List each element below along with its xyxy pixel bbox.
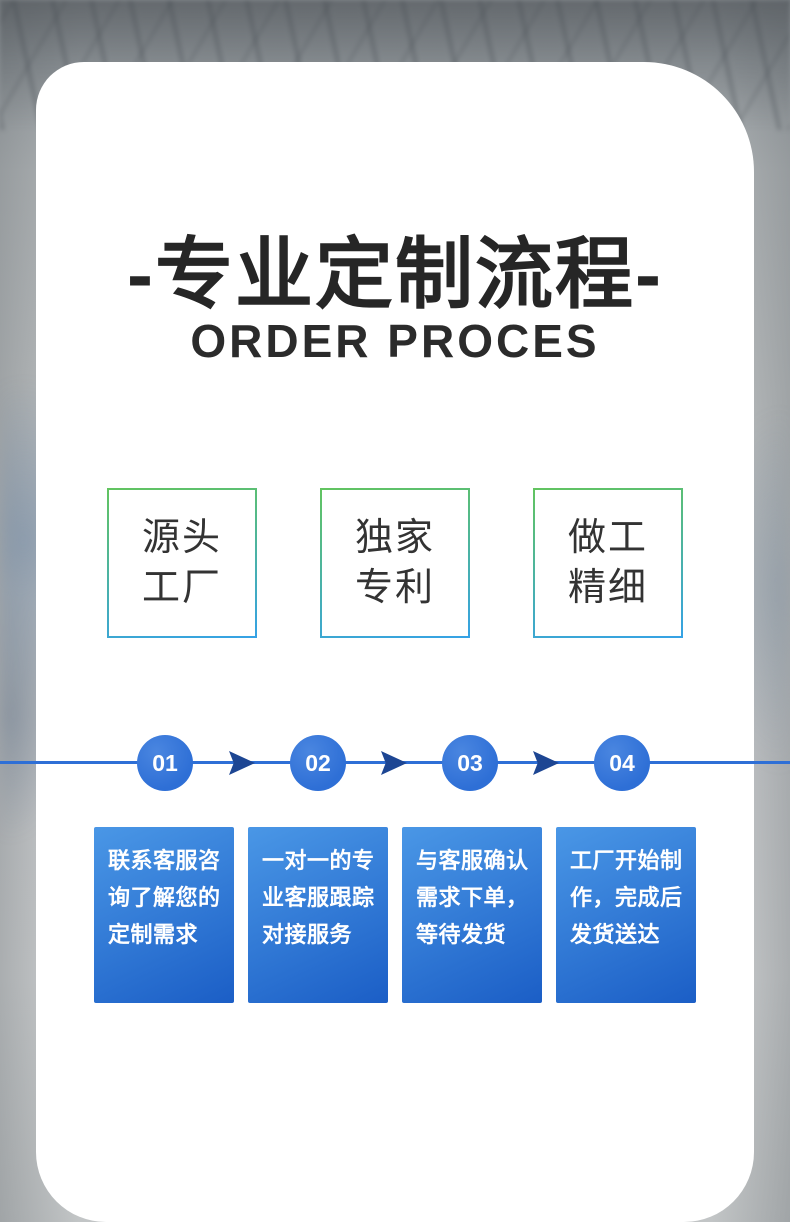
section-title: -专业定制流程- (127, 230, 663, 318)
feature-badge-exclusive-patent: 独家 专利 (320, 488, 470, 638)
feature-badge-label: 源头 工厂 (109, 490, 255, 636)
step-card-1: 联系客服咨询了解您的定制需求 (94, 827, 234, 1003)
feature-badges: 源头 工厂 独家 专利 做工 精细 (36, 488, 754, 638)
feature-line: 源头 (141, 516, 222, 559)
step-cards: 联系客服咨询了解您的定制需求 一对一的专业客服跟踪对接服务 与客服确认需求下单，… (36, 827, 754, 1003)
step-card-3: 与客服确认需求下单，等待发货 (402, 827, 542, 1003)
step-number-badge-2: 02 (290, 735, 346, 791)
feature-line: 工厂 (141, 567, 222, 609)
step-number-badge-3: 03 (442, 735, 498, 791)
feature-badge-fine-workmanship: 做工 精细 (533, 488, 683, 638)
feature-badge-label: 做工 精细 (535, 490, 681, 636)
step-number-badge-1: 01 (137, 735, 193, 791)
process-timeline: 01 02 03 04 (0, 734, 790, 792)
feature-badge-label: 独家 专利 (322, 490, 468, 636)
step-card-2: 一对一的专业客服跟踪对接服务 (248, 827, 388, 1003)
feature-badge-source-factory: 源头 工厂 (107, 488, 257, 638)
step-number-badge-4: 04 (594, 735, 650, 791)
content-card: -专业定制流程- ORDER PROCES 源头 工厂 独家 专利 做工 精细 (0, 62, 790, 1222)
step-card-4: 工厂开始制作，完成后发货送达 (556, 827, 696, 1003)
feature-line: 独家 (354, 516, 435, 559)
feature-line: 做工 (567, 516, 648, 559)
feature-line: 专利 (354, 567, 435, 609)
feature-line: 精细 (567, 567, 648, 609)
section-subtitle: ORDER PROCES (190, 315, 600, 367)
